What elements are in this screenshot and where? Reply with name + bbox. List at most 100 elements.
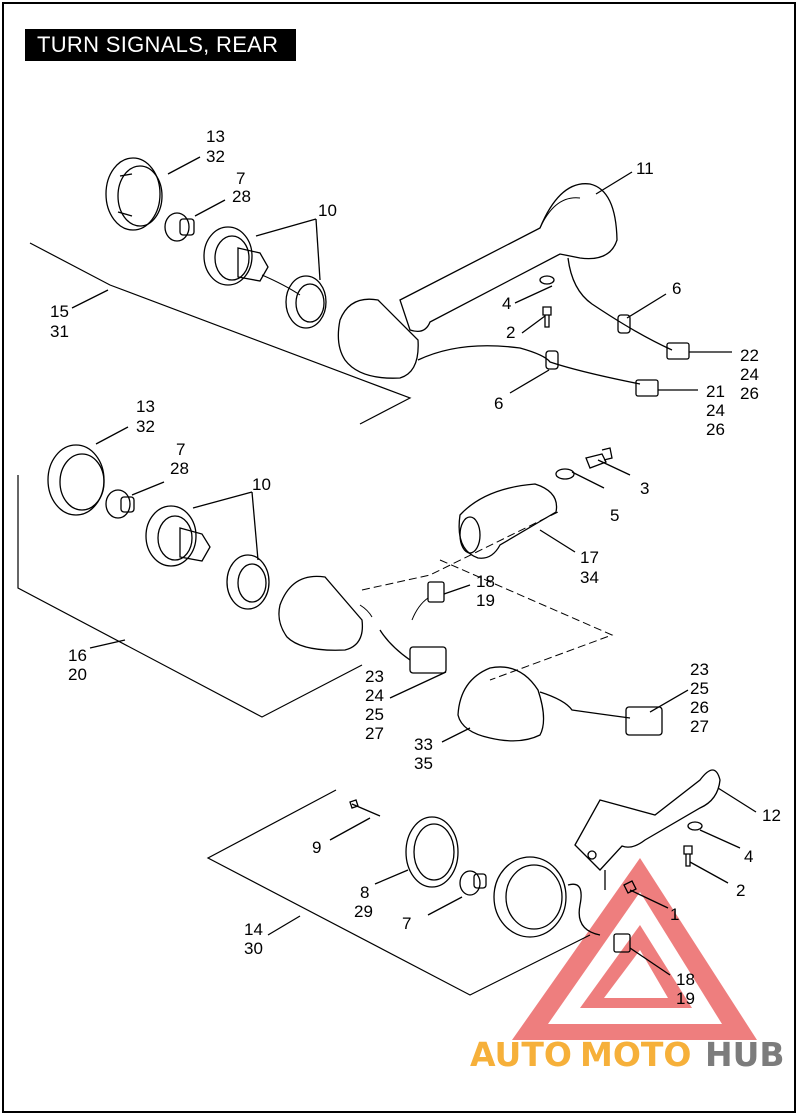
- lens-ring: [105, 157, 161, 231]
- bracket-line: [17, 475, 363, 718]
- callout-label: 34: [580, 568, 599, 587]
- callout-label: 7: [236, 169, 245, 188]
- connector: [666, 342, 690, 360]
- callout-label: 11: [636, 159, 654, 178]
- washer: [687, 821, 703, 831]
- wire: [567, 883, 601, 936]
- callout-label: 25: [365, 705, 384, 724]
- callout-label: 29: [354, 902, 373, 921]
- callout-label: 32: [206, 147, 225, 166]
- callout-label: 5: [610, 506, 619, 525]
- wire-left: [417, 345, 641, 385]
- callout-label: 6: [672, 279, 681, 298]
- watermark-text-hub: HUB: [705, 1035, 785, 1074]
- screw: [585, 447, 613, 469]
- callout-label: 4: [502, 294, 511, 313]
- callout-label: 2: [736, 881, 745, 900]
- callout-label: 26: [740, 384, 759, 403]
- connector: [409, 646, 447, 674]
- lens-ring: [405, 816, 459, 888]
- assembly-middle: [17, 426, 689, 743]
- callout-label: 9: [312, 838, 321, 857]
- grommet: [545, 350, 559, 370]
- callout-label: 23: [690, 660, 709, 679]
- callout-label: 1: [670, 905, 679, 924]
- wire-right: [567, 257, 673, 351]
- watermark-text-moto: MOTO: [580, 1035, 691, 1074]
- callout-label: 19: [476, 591, 495, 610]
- callout-label: 19: [676, 989, 695, 1008]
- screw: [623, 880, 637, 894]
- callout-label: 23: [365, 667, 384, 686]
- callout-label: 16: [68, 646, 87, 665]
- callout-label: 28: [232, 187, 251, 206]
- connector: [613, 933, 631, 953]
- watermark-text: AUTO MOTO HUB: [470, 1035, 785, 1074]
- connector: [635, 379, 659, 397]
- callout-label: 3: [640, 479, 649, 498]
- callout-label: 13: [136, 397, 155, 416]
- assembly-top: [29, 156, 732, 425]
- mount-arm: [399, 183, 618, 333]
- callout-label: 25: [690, 679, 709, 698]
- bulb: [459, 870, 481, 896]
- callout-label: 21: [706, 382, 725, 401]
- callout-label: 27: [365, 724, 384, 743]
- assembly-bottom: [206, 769, 757, 996]
- callout-label: 15: [50, 302, 69, 321]
- callout-label: 8: [360, 883, 369, 902]
- housing: [457, 666, 545, 742]
- callout-label: 31: [50, 322, 69, 341]
- callout-label: 33: [414, 735, 433, 754]
- callout-label: 7: [176, 440, 185, 459]
- callout-label: 24: [365, 686, 384, 705]
- lamp-housing: [493, 856, 567, 938]
- screw: [349, 799, 381, 817]
- wire: [539, 691, 631, 719]
- socket: [203, 226, 253, 286]
- page-title: TURN SIGNALS, REAR: [25, 29, 296, 61]
- callout-label: 24: [740, 365, 759, 384]
- gasket: [226, 554, 270, 610]
- callout-label: 2: [506, 323, 515, 342]
- callout-label: 27: [690, 717, 709, 736]
- callout-label: 18: [676, 970, 695, 989]
- callout-label: 10: [252, 475, 271, 494]
- grommet: [617, 314, 631, 334]
- washer: [555, 468, 575, 480]
- screw: [542, 306, 552, 328]
- callout-label: 26: [690, 698, 709, 717]
- callout-label: 4: [744, 847, 753, 866]
- callout-label: 13: [206, 127, 225, 146]
- watermark-text-auto: AUTO: [470, 1035, 572, 1074]
- screw: [683, 845, 693, 867]
- callout-label: 26: [706, 420, 725, 439]
- gasket: [285, 275, 327, 329]
- callout-labels: 13 32 7 28 10 11 15 31 6 4 2 22 24 26 6 …: [50, 127, 781, 1008]
- housing: [278, 575, 364, 651]
- washer: [539, 275, 555, 285]
- bulb: [164, 212, 190, 242]
- callout-label: 10: [318, 201, 337, 220]
- housing: [337, 298, 419, 379]
- callout-label: 20: [68, 665, 87, 684]
- callout-label: 32: [136, 417, 155, 436]
- callout-label: 28: [170, 459, 189, 478]
- callout-label: 6: [494, 394, 503, 413]
- bracket-line: [29, 242, 412, 425]
- connector: [625, 706, 663, 736]
- socket: [145, 505, 197, 567]
- callout-label: 12: [762, 806, 781, 825]
- callout-label: 35: [414, 754, 433, 773]
- callout-label: 7: [402, 914, 411, 933]
- callout-label: 14: [244, 920, 263, 939]
- mount-bracket: [574, 769, 721, 871]
- callout-label: 30: [244, 939, 263, 958]
- callout-label: 22: [740, 346, 759, 365]
- watermark-logo-graphic: [512, 858, 757, 1040]
- callout-label: 24: [706, 401, 725, 420]
- callout-label: 18: [476, 572, 495, 591]
- connector: [427, 581, 445, 603]
